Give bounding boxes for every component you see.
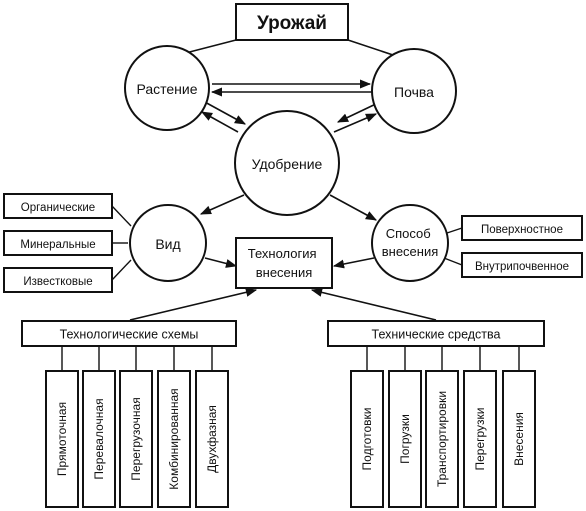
organic-connector [111, 205, 132, 227]
scheme-stems [61, 346, 213, 371]
schemes-to-technology-arrow [129, 287, 258, 321]
fertilizer-to-type-arrow [199, 194, 245, 215]
means-application: Внесения [512, 412, 526, 466]
plant-node: Растение [124, 45, 210, 131]
soil-to-fertilizer-arrow [336, 101, 381, 123]
method-surface: Поверхностное [481, 224, 563, 236]
scheme-direct: Прямоточная [55, 402, 69, 476]
type-lime: Известковые [23, 276, 92, 288]
type-node: Вид [129, 204, 207, 282]
tech-means-label: Технические средства [372, 328, 501, 342]
lime-connector [111, 259, 132, 281]
type-mineral: Минеральные [20, 239, 95, 251]
harvest-title: Урожай [257, 13, 327, 34]
method-to-technology-arrow [332, 257, 375, 269]
method-label: Способ внесения [382, 226, 439, 259]
fertilizer-to-method-arrow [329, 194, 377, 221]
fertilizer-to-soil-arrow [333, 113, 378, 133]
fertilizer-to-plant-arrow [201, 111, 239, 133]
means-loading: Погрузки [398, 414, 412, 464]
plant-label: Растение [136, 81, 197, 97]
means-transportation: Транспортировки [435, 391, 449, 487]
type-organic: Органические [21, 202, 95, 214]
application-methods: Поверхностное Внутрипочвенное [461, 215, 583, 278]
fertilizer-label: Удобрение [252, 156, 323, 172]
plant-to-fertilizer-arrow [202, 100, 246, 125]
technology-label: Технология внесения [248, 246, 320, 280]
soil-label: Почва [394, 84, 434, 100]
tech-means-items: Подготовки Погрузки Транспортировки Пере… [350, 370, 536, 508]
method-node: Способ внесения [371, 204, 449, 282]
tech-schemes-label: Технологические схемы [60, 328, 199, 342]
soil-node: Почва [371, 48, 457, 134]
type-to-technology-arrow [204, 257, 238, 268]
means-preparation: Подготовки [360, 408, 374, 471]
type-label: Вид [155, 236, 180, 252]
connectors [61, 39, 520, 371]
means-reloading: Перегрузки [473, 407, 487, 470]
scheme-two-phase: Двухфазная [205, 405, 219, 473]
fertilizer-node: Удобрение [234, 110, 340, 216]
technology-label-line2: внесения [256, 265, 313, 280]
tech-schemes-bar: Технологические схемы [21, 320, 237, 347]
scheme-combined: Комбинированная [167, 388, 181, 489]
subsurface-connector [443, 257, 463, 266]
means-stems [366, 346, 520, 371]
scheme-transshipment: Перевалочная [92, 398, 106, 479]
tech-scheme-items: Прямоточная Перевалочная Перегрузочная К… [45, 370, 229, 508]
technology-label-line1: Технология [248, 246, 317, 261]
harvest-title-box: Урожай [235, 3, 349, 41]
method-label-line1: Способ [386, 226, 431, 241]
means-to-technology-arrow [310, 288, 437, 321]
method-subsurface: Внутрипочвенное [475, 261, 569, 273]
technology-box: Технология внесения [235, 237, 333, 289]
tech-means-bar: Технические средства [327, 320, 545, 347]
fertilizer-types: Органические Минеральные Известковые [3, 193, 113, 293]
method-label-line2: внесения [382, 244, 439, 259]
scheme-reloading: Перегрузочная [129, 397, 143, 480]
